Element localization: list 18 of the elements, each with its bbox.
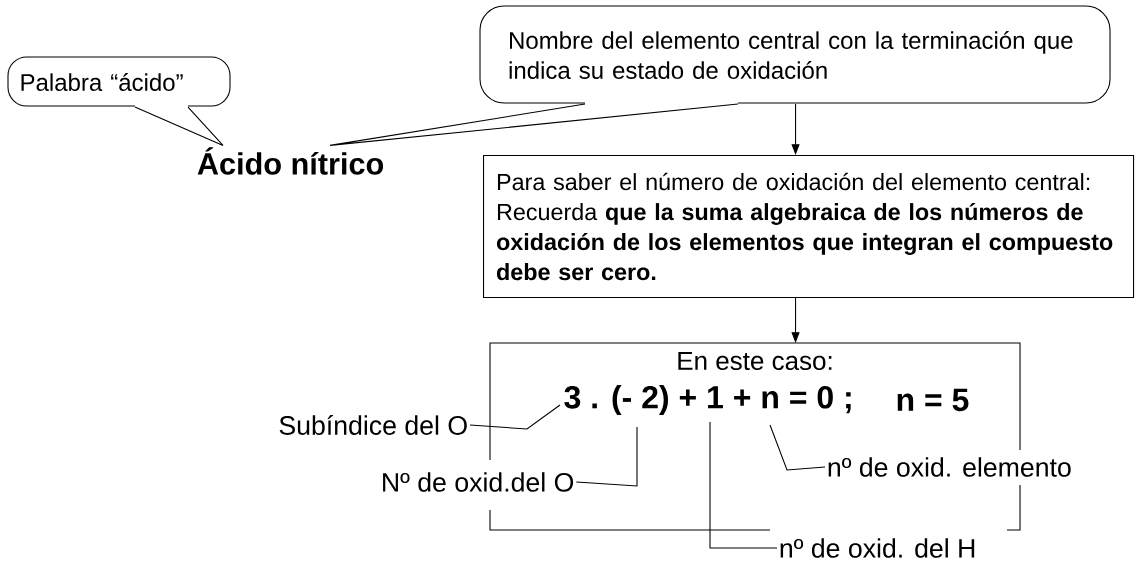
bubble-tail bbox=[329, 103, 739, 146]
annotation-label: nº de oxid. elemento bbox=[828, 457, 1071, 477]
leader-line bbox=[709, 421, 778, 549]
equation-result: n = 5 bbox=[897, 388, 969, 412]
text-box: Para saber el número de oxidación del elemento central: Recuerda que la suma algebraica de los números de oxidación de los elementos que integran el compuesto debe ser cero. bbox=[483, 155, 1135, 299]
leader-line bbox=[769, 424, 826, 471]
speech-bubble: Nombre del elemento central con la terminación que indica su estado de oxidación bbox=[479, 5, 1111, 104]
leader-line bbox=[469, 404, 561, 430]
compound-name: Ácido nítrico bbox=[197, 147, 384, 175]
bubble-tail bbox=[134, 106, 224, 146]
speech-bubble: Palabra “ácido” bbox=[7, 56, 231, 107]
box-heading: En este caso: bbox=[678, 351, 832, 371]
annotation-label: nº de oxid. del H bbox=[780, 538, 975, 558]
annotation-label: Nº de oxid.del O bbox=[383, 472, 574, 492]
annotation-label: Subíndice del O bbox=[279, 415, 467, 435]
leader-line bbox=[575, 426, 638, 487]
equation: 3 . (- 2) + 1 + n = 0 ; bbox=[564, 385, 851, 415]
arrow bbox=[791, 297, 800, 343]
